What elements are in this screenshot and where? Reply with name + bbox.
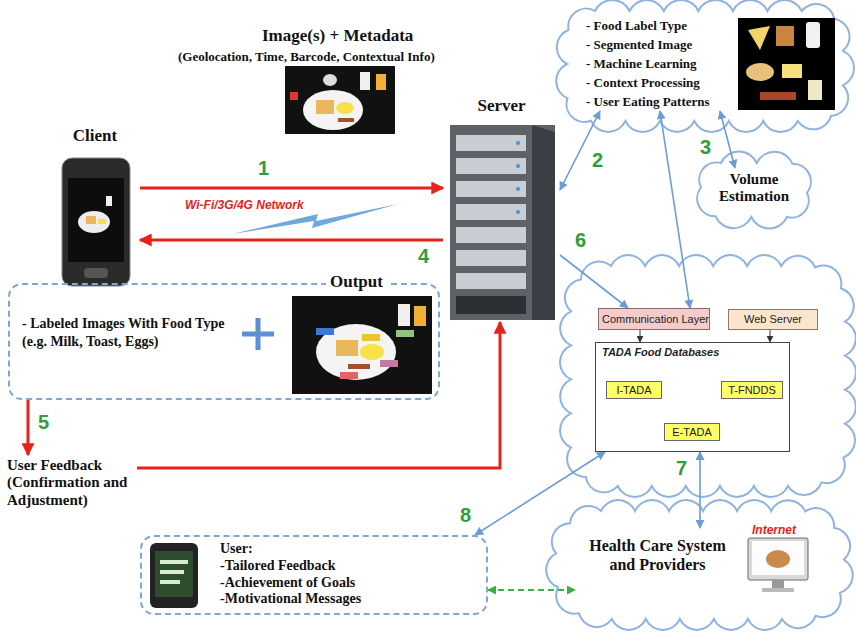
output-box: Output- Labeled Images With Food Type (e… bbox=[8, 283, 440, 400]
feedback-item: -Achievement of Goals bbox=[220, 575, 486, 592]
output-text: - Labeled Images With Food Type (e.g. Mi… bbox=[22, 315, 237, 351]
metadata-note: (Geolocation, Time, Barcode, Contextual … bbox=[178, 47, 435, 65]
feedback-item: -Motivational Messages bbox=[220, 591, 486, 608]
box-label: T-FNDDS bbox=[722, 382, 782, 398]
server: Server bbox=[443, 96, 560, 322]
user-feedback: User Feedback (Confirmation and Adjustme… bbox=[5, 455, 137, 511]
network-label: Internet bbox=[752, 523, 796, 537]
computer-monitor bbox=[748, 538, 808, 592]
phone-illustration bbox=[62, 158, 130, 286]
flow-arrow bbox=[560, 255, 628, 308]
volume-cloud: Volume Estimation bbox=[706, 168, 802, 209]
user-feedback-box: User:-Tailored Feedback-Achievement of G… bbox=[140, 535, 488, 615]
node-label: Server bbox=[443, 96, 560, 116]
list-item: - User Eating Patterns bbox=[586, 92, 746, 111]
database-box: T-FNDDS bbox=[721, 381, 783, 399]
callout-number: 4 bbox=[418, 245, 429, 267]
node-label: Client bbox=[50, 126, 140, 146]
cloud-outline bbox=[697, 151, 811, 228]
flow-arrow bbox=[140, 239, 443, 242]
callout-number: 8 bbox=[460, 505, 471, 526]
callout-number: 6 bbox=[575, 230, 586, 251]
cloud-outline bbox=[560, 255, 856, 497]
callout-number: 2 bbox=[592, 149, 603, 171]
plus-sign bbox=[242, 318, 274, 350]
flow-arrow bbox=[27, 400, 30, 455]
callout-number: 7 bbox=[676, 458, 687, 479]
flow-arrow bbox=[140, 187, 443, 190]
box-label: E-TADA bbox=[665, 424, 719, 440]
database-box: E-TADA bbox=[664, 423, 720, 441]
flow-arrow bbox=[720, 111, 735, 168]
callout-number: 8 bbox=[460, 504, 471, 526]
flow-arrow bbox=[475, 452, 605, 535]
health-care-cloud: Health Care System and Providers bbox=[575, 528, 740, 600]
processing-cloud: - Food Label Type- Segmented Image- Mach… bbox=[586, 16, 746, 111]
network-label: Wi-Fi/3G/4G Network bbox=[185, 195, 304, 213]
callout-number: 3 bbox=[700, 137, 711, 158]
callout-number: 4 bbox=[418, 246, 429, 267]
user-phone bbox=[150, 543, 198, 608]
flow-title: Image(s) + Metadata bbox=[262, 26, 413, 45]
network-label: Internet bbox=[752, 520, 796, 538]
cloud-group bbox=[546, 0, 856, 630]
cloud-label: Health Care System and Providers bbox=[575, 536, 740, 574]
flow-arrow bbox=[488, 589, 575, 591]
network-label: Wi-Fi/3G/4G Network bbox=[185, 198, 304, 212]
database-box: I-TADA bbox=[606, 381, 662, 399]
callout-number: 6 bbox=[575, 229, 586, 251]
list-item: - Segmented Image bbox=[586, 35, 746, 54]
callout-number: 1 bbox=[258, 157, 269, 179]
database-group: TADA Food DatabasesI-TADA T-FNDDS E-TADA bbox=[595, 342, 790, 452]
box-heading: Output bbox=[326, 272, 387, 292]
callout-number: 1 bbox=[258, 158, 269, 179]
food-photo bbox=[738, 18, 835, 110]
group-heading: TADA Food Databases bbox=[596, 343, 789, 361]
metadata-note: (Geolocation, Time, Barcode, Contextual … bbox=[178, 49, 435, 64]
client-device: Client bbox=[50, 126, 140, 288]
callout-number: 3 bbox=[700, 136, 711, 158]
flow-arrow bbox=[640, 330, 641, 342]
callout-number: 7 bbox=[676, 457, 687, 479]
communication-layer-box: Communication Layer bbox=[598, 308, 710, 330]
cloud-label: Volume Estimation bbox=[706, 171, 802, 206]
flow-arrow bbox=[137, 322, 500, 468]
list-item: - Context Processing bbox=[586, 73, 746, 92]
box-label: Communication Layer bbox=[599, 309, 709, 329]
step-label: User Feedback (Confirmation and Adjustme… bbox=[7, 457, 135, 509]
list-item: - Machine Learning bbox=[586, 54, 746, 73]
labeled-output-photo bbox=[292, 296, 432, 394]
feedback-item: -Tailored Feedback bbox=[220, 558, 486, 575]
web-server-box: Web Server bbox=[728, 309, 818, 330]
callout-number: 2 bbox=[592, 150, 603, 171]
flow-arrow bbox=[660, 111, 690, 308]
callout-number: 5 bbox=[38, 411, 49, 433]
feedback-item: User: bbox=[220, 541, 486, 558]
flow-arrow bbox=[770, 330, 771, 342]
box-label: Web Server bbox=[729, 310, 817, 329]
callout-number: 5 bbox=[38, 412, 49, 433]
cloud-outline bbox=[556, 0, 854, 132]
meal-photo bbox=[285, 66, 395, 134]
server-illustration bbox=[450, 125, 555, 320]
box-label: I-TADA bbox=[607, 382, 661, 398]
flow-title: Image(s) + Metadata bbox=[262, 26, 413, 46]
flow-arrow bbox=[699, 452, 701, 528]
list-item: - Food Label Type bbox=[586, 16, 746, 35]
